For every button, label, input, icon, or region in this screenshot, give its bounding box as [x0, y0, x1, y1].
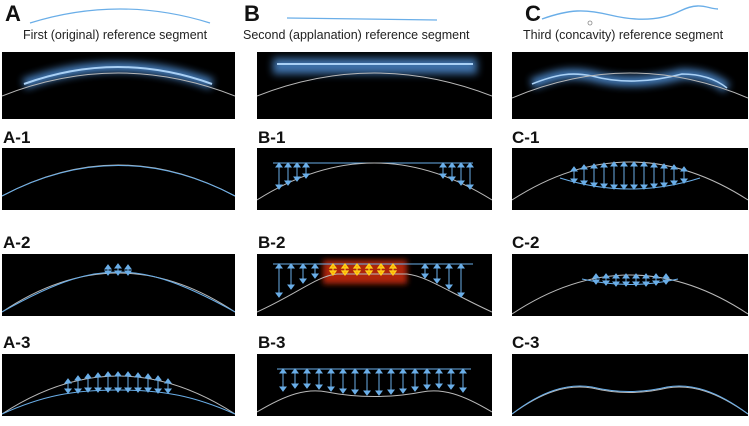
panel-label-b1: B-1 [258, 128, 286, 147]
panel-c-overview [512, 52, 748, 119]
panel-b-overview [257, 52, 492, 119]
panel-a-overview [2, 52, 235, 119]
panel-b2 [257, 254, 492, 316]
panel-label-b2: B-2 [258, 233, 286, 252]
reference-segment-original [29, 8, 211, 24]
caption-concavity: Third (concavity) reference segment [523, 28, 724, 42]
panel-label-b3: B-3 [258, 333, 286, 352]
panel-a2 [2, 254, 235, 316]
column-b-letter: B [244, 1, 260, 26]
panel-label-c2: C-2 [512, 233, 540, 252]
panel-b1 [257, 148, 492, 210]
panel-a1 [2, 148, 235, 210]
panel-c3 [512, 354, 748, 416]
column-c-letter: C [525, 1, 541, 26]
panel-c1 [512, 148, 748, 210]
panel-b3 [257, 354, 492, 416]
panel-label-c1: C-1 [512, 128, 540, 147]
panel-label-a2: A-2 [3, 233, 31, 252]
panel-label-a1: A-1 [3, 128, 31, 147]
panel-c2 [512, 254, 748, 316]
caption-applanation: Second (applanation) reference segment [243, 28, 470, 42]
caption-original: First (original) reference segment [23, 28, 208, 42]
panel-a3 [2, 354, 235, 416]
reference-segment-concavity [541, 5, 719, 26]
reference-segment-applanation [286, 17, 438, 21]
column-a-letter: A [5, 1, 21, 26]
panel-label-c3: C-3 [512, 333, 540, 352]
panel-label-a3: A-3 [3, 333, 31, 352]
